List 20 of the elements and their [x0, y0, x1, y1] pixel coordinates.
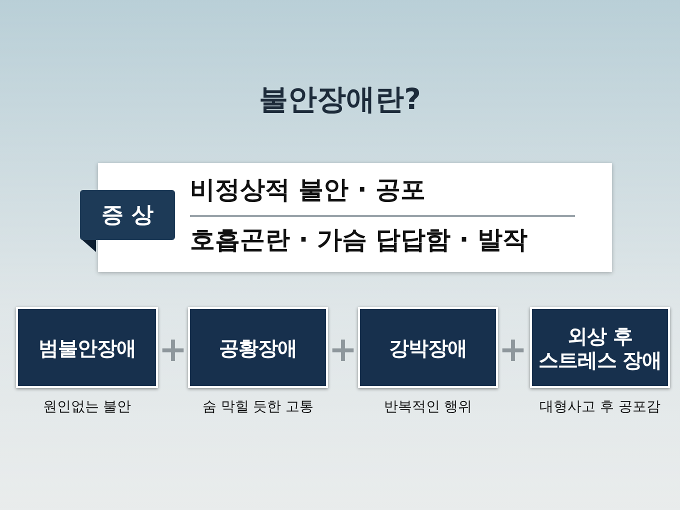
disorder-name: 범불안장애	[37, 336, 137, 360]
disorder-caption: 숨 막힐 듯한 고통	[201, 398, 315, 416]
disorder-box	[16, 307, 158, 388]
disorder-caption: 반복적인 행위	[382, 398, 474, 416]
disorder-name: 외상 후 스트레스 장애	[537, 324, 663, 372]
plus-sign: +	[498, 330, 528, 370]
disorder-box	[188, 307, 328, 388]
disorder-name: 강박장애	[388, 336, 468, 360]
title: 불안장애란?	[258, 81, 422, 118]
symptom-text: 호흡곤란 · 가슴 답답함 · 발작	[190, 224, 528, 256]
disorder-box	[530, 307, 670, 388]
disorder-caption: 원인없는 불안	[42, 398, 132, 416]
plus-sign: +	[328, 330, 358, 370]
disorder-box	[358, 307, 498, 388]
plus-sign: +	[158, 330, 188, 370]
symptom-tag: 증 상	[80, 190, 175, 240]
symptom-text: 비정상적 불안 · 공포	[190, 174, 426, 206]
disorder-caption: 대형사고 후 공포감	[538, 398, 662, 416]
symptom-panel	[98, 163, 612, 272]
disorder-name: 공황장애	[218, 336, 298, 360]
